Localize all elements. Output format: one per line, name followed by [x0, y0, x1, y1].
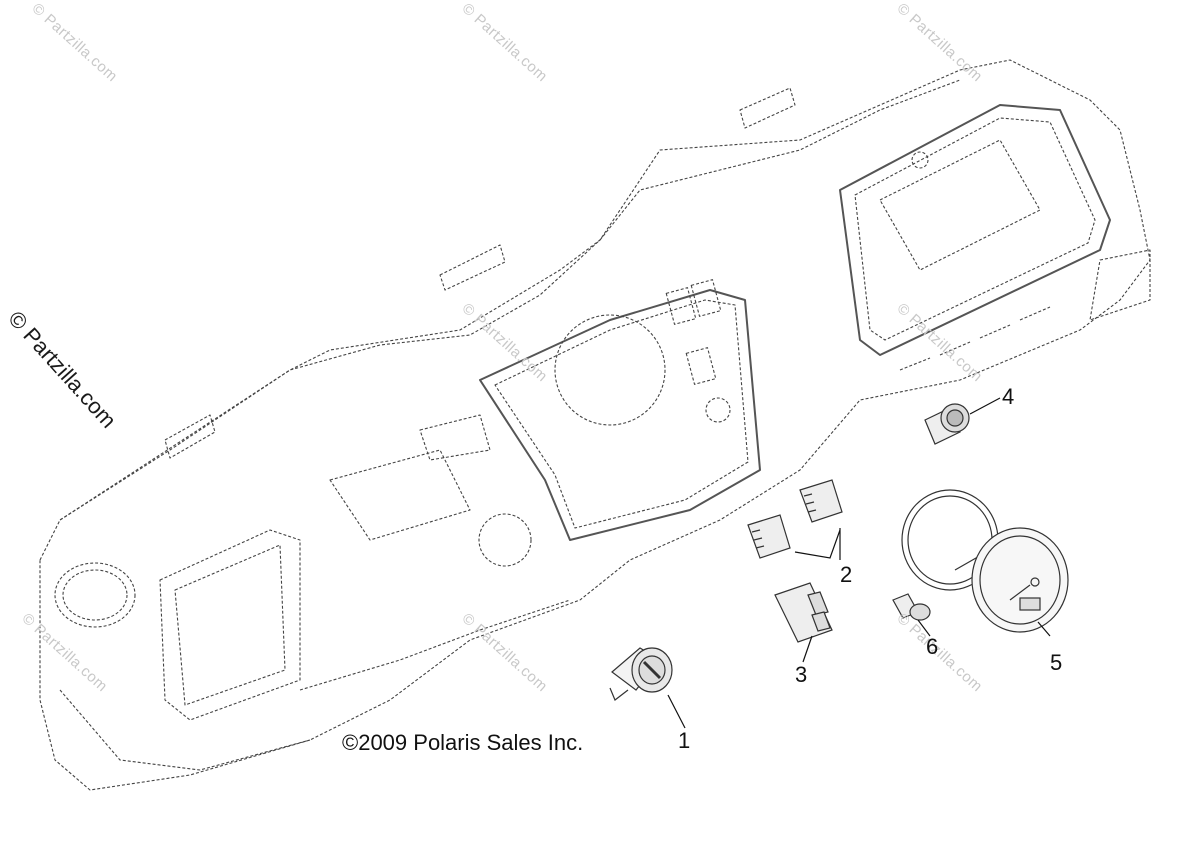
- part-ignition-switch: [609, 647, 673, 701]
- switch-slot-3: [685, 347, 717, 385]
- cluster-gauge-hole: [554, 314, 666, 426]
- copyright-text: ©2009 Polaris Sales Inc.: [342, 730, 584, 755]
- part-indicator-bulb: [892, 593, 931, 621]
- part-rocker-switches: [747, 479, 843, 559]
- right-glovebox: [839, 104, 1111, 356]
- dash-top-ridge: [59, 239, 601, 521]
- switch-slot-2: [690, 279, 722, 317]
- left-vent: [54, 562, 136, 628]
- left-panel: [159, 529, 301, 721]
- part-multi-switch: [774, 582, 833, 643]
- center-vent: [478, 513, 532, 567]
- callout-5: 5: [1050, 650, 1063, 675]
- part-power-socket: [924, 403, 970, 445]
- part-speedometer: [901, 489, 1069, 633]
- mount-tab-1: [164, 414, 216, 459]
- callout-2: 2: [840, 562, 853, 587]
- callout-6: 6: [926, 634, 939, 659]
- callout-4: 4: [1002, 384, 1015, 409]
- dash-top-ridge-2: [599, 79, 961, 241]
- callout-3: 3: [795, 662, 808, 687]
- callout-1: 1: [678, 728, 691, 753]
- mount-tab-3: [739, 87, 796, 129]
- dash-outline: [39, 59, 1151, 791]
- switch-slot-1: [665, 287, 697, 325]
- mount-tab-2: [439, 244, 506, 291]
- center-cluster-bezel: [479, 289, 761, 541]
